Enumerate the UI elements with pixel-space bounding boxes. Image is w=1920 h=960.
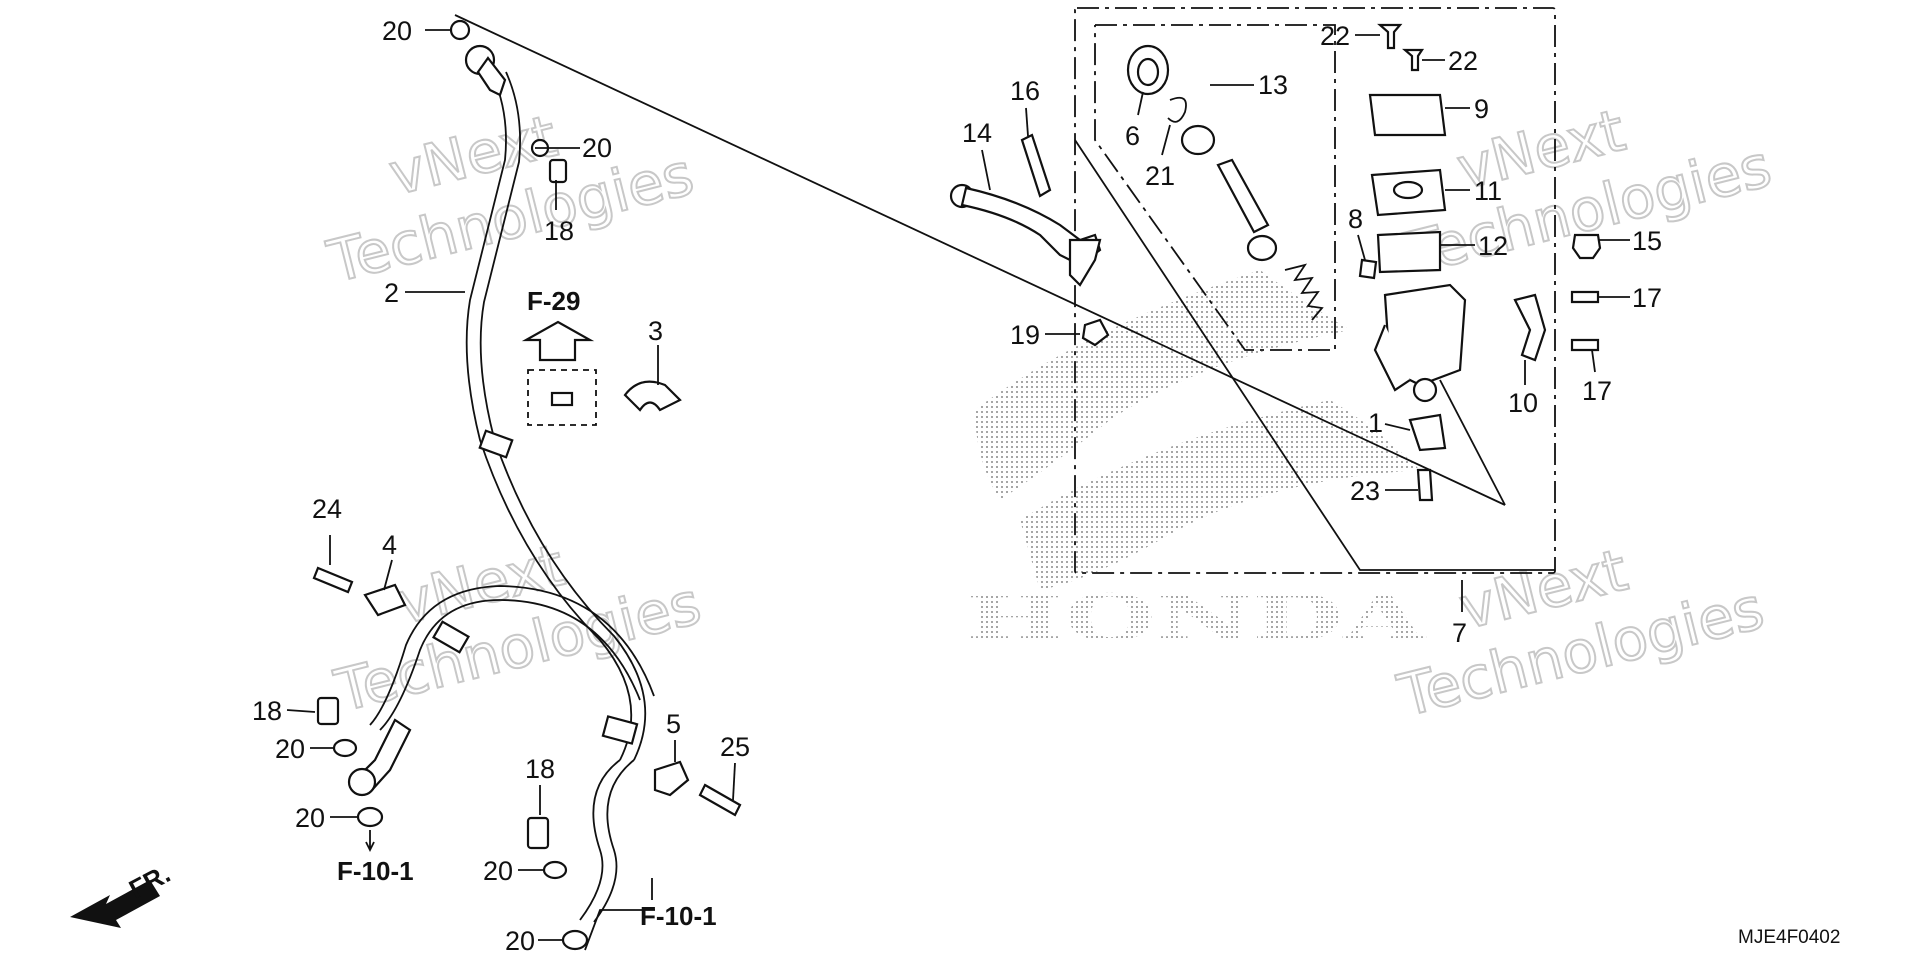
bolt-24 bbox=[312, 566, 354, 594]
callout-7: 7 bbox=[1452, 618, 1467, 648]
master-cylinder-sub-line bbox=[1074, 139, 1555, 571]
nut-19 bbox=[1081, 318, 1110, 347]
banjo-top bbox=[449, 19, 507, 97]
brand-text: HONDA bbox=[965, 581, 1427, 656]
washer-20-right-a bbox=[542, 860, 568, 880]
callout-23: 23 bbox=[1350, 476, 1380, 506]
callout-22: 22 bbox=[1320, 21, 1350, 51]
callout-20: 20 bbox=[582, 133, 612, 163]
callout-6: 6 bbox=[1125, 121, 1140, 151]
front-arrow-icon: FR. bbox=[70, 858, 175, 928]
washer-kit bbox=[1180, 124, 1216, 156]
callout-8: 8 bbox=[1348, 204, 1363, 234]
callouts: 20 20 18 2 3 24 4 18 20 20 5 25 18 20 20… bbox=[252, 16, 1662, 956]
callout-13: 13 bbox=[1258, 70, 1288, 100]
spring bbox=[1284, 263, 1324, 321]
callout-2: 2 bbox=[384, 278, 399, 308]
callout-9: 9 bbox=[1474, 94, 1489, 124]
washer-20-right-b bbox=[561, 929, 589, 951]
callout-1: 1 bbox=[1368, 408, 1383, 438]
cap-15 bbox=[1571, 233, 1602, 260]
arrow-up-f29 bbox=[521, 320, 595, 362]
callout-18: 18 bbox=[544, 216, 574, 246]
arrow-down-right bbox=[584, 878, 655, 951]
brand-wing-mark-lower bbox=[1020, 400, 1420, 590]
callout-19: 19 bbox=[1010, 320, 1040, 350]
screw-22-b bbox=[1402, 48, 1425, 72]
brake-hose-left bbox=[347, 585, 655, 797]
callout-25: 25 bbox=[720, 732, 750, 762]
washer-20-left-b bbox=[356, 806, 384, 828]
bolt-25 bbox=[698, 783, 742, 817]
callout-10: 10 bbox=[1508, 388, 1538, 418]
brand-wing-mark bbox=[975, 270, 1350, 500]
callout-18: 18 bbox=[252, 696, 282, 726]
diagram-code: MJE4F0402 bbox=[1738, 927, 1840, 948]
clamp-3 bbox=[623, 380, 682, 412]
circlip-21 bbox=[1167, 96, 1187, 123]
bolt-17-b bbox=[1570, 338, 1600, 352]
brand-logo: HONDA bbox=[965, 270, 1427, 656]
explosion-lines bbox=[454, 14, 1506, 506]
bolt-18-right bbox=[526, 816, 550, 850]
arrow-down-left bbox=[365, 830, 375, 853]
callout-14: 14 bbox=[962, 118, 992, 148]
piston bbox=[1216, 158, 1278, 262]
callout-20: 20 bbox=[275, 734, 305, 764]
bolt-18-left bbox=[316, 696, 340, 726]
ref-f10-1-right: F-10-1 bbox=[640, 901, 717, 931]
callout-17: 17 bbox=[1582, 376, 1612, 406]
ref-f10-1-left: F-10-1 bbox=[337, 856, 414, 886]
callout-12: 12 bbox=[1478, 231, 1508, 261]
master-cylinder-body bbox=[1373, 283, 1467, 403]
bolt-18-top bbox=[548, 158, 568, 184]
f29-dashed-box bbox=[527, 369, 597, 426]
diaphragm-12 bbox=[1376, 230, 1442, 274]
callout-18: 18 bbox=[525, 754, 555, 784]
callout-24: 24 bbox=[312, 494, 342, 524]
callout-21: 21 bbox=[1145, 161, 1175, 191]
holder-10 bbox=[1513, 293, 1547, 362]
callout-5: 5 bbox=[666, 709, 681, 739]
callout-15: 15 bbox=[1632, 226, 1662, 256]
washer-20-left-a bbox=[332, 738, 358, 758]
boot-6 bbox=[1126, 44, 1170, 96]
brake-hose-main bbox=[465, 69, 647, 923]
callout-4: 4 bbox=[382, 530, 397, 560]
reservoir-cap-9 bbox=[1368, 93, 1447, 137]
master-cylinder-box bbox=[1074, 7, 1556, 574]
callout-11: 11 bbox=[1474, 176, 1502, 206]
brake-lever bbox=[949, 183, 1102, 287]
callout-3: 3 bbox=[648, 316, 663, 346]
screw-22-a bbox=[1377, 23, 1403, 50]
switch-1 bbox=[1408, 413, 1447, 452]
plate-11 bbox=[1370, 168, 1447, 217]
callout-20: 20 bbox=[382, 16, 412, 46]
watermarks-4: vNext Technologies bbox=[1390, 535, 1771, 731]
callout-16: 16 bbox=[1010, 76, 1040, 106]
clamp-5 bbox=[653, 760, 690, 797]
callout-22: 22 bbox=[1448, 46, 1478, 76]
piston-kit-box bbox=[1094, 24, 1336, 351]
bolt-small-f29 bbox=[550, 391, 574, 407]
callout-20: 20 bbox=[295, 803, 325, 833]
screw-23 bbox=[1416, 468, 1434, 502]
bolt-17-a bbox=[1570, 290, 1600, 304]
watermarks-2: vNext Technologies bbox=[327, 530, 708, 726]
callout-20: 20 bbox=[505, 926, 535, 956]
callout-17: 17 bbox=[1632, 283, 1662, 313]
leader-lines bbox=[286, 29, 1630, 941]
screw-8 bbox=[1358, 258, 1378, 280]
pivot-bolt-16 bbox=[1020, 133, 1052, 198]
callout-20: 20 bbox=[483, 856, 513, 886]
ref-f29: F-29 bbox=[527, 286, 580, 316]
